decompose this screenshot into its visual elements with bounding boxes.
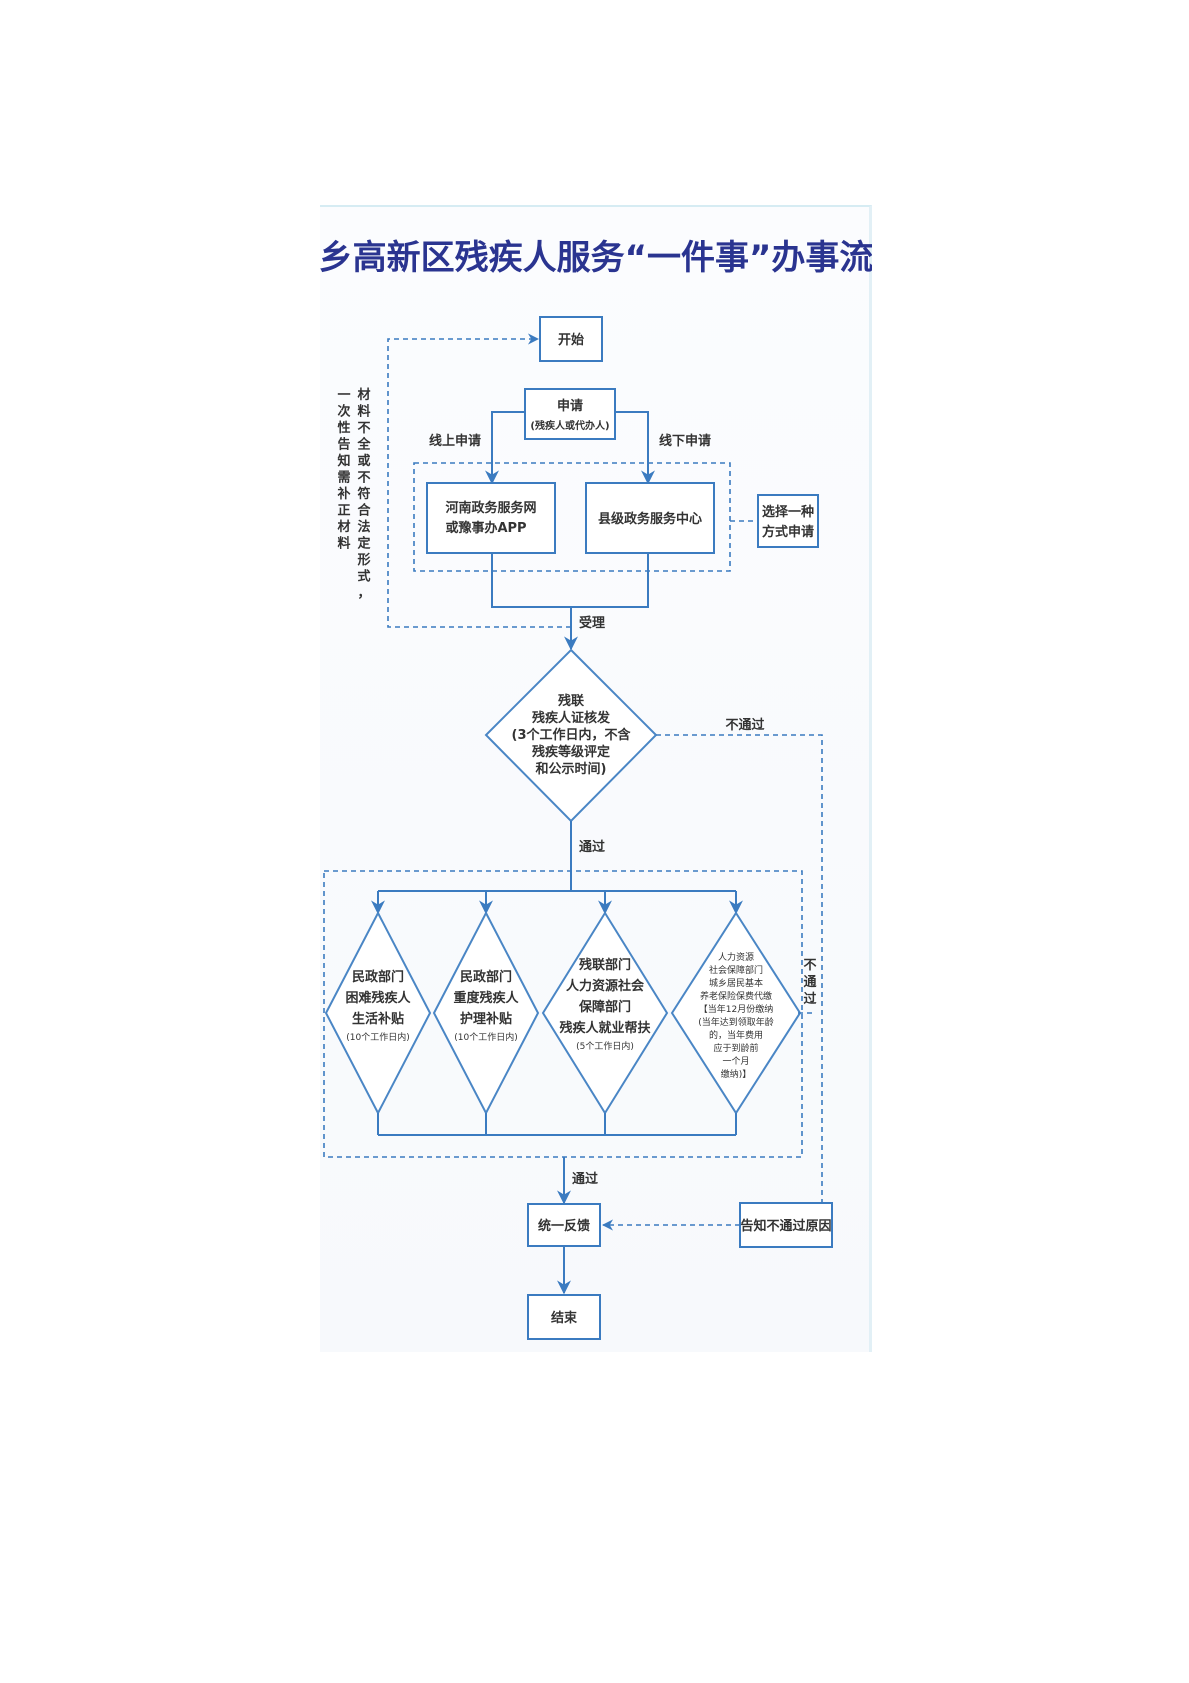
supplement-char: 告: [337, 437, 350, 453]
supplement-char: 式: [357, 569, 370, 585]
offline-channel-node: [585, 482, 715, 554]
supplement-char: 形: [357, 553, 370, 568]
fail-char: 通: [803, 974, 816, 990]
end-label: 结束: [551, 1310, 578, 1326]
supplement-char: 合: [357, 503, 371, 519]
supplement-char: ，: [357, 586, 370, 601]
online-channel-node: [426, 482, 556, 554]
branch-note: (5个工作日内): [576, 1040, 634, 1052]
branch-line: 人力资源: [718, 951, 754, 963]
supplement-char: 一: [337, 388, 350, 403]
pass-label-2: 通过: [572, 1171, 598, 1187]
fail-edge-1: [656, 734, 823, 1203]
merge-edge: [491, 553, 649, 608]
online-channel-line2: 或豫事办APP: [445, 520, 526, 536]
supplement-char: 料: [337, 536, 350, 552]
fail-label-2: 不通过: [803, 958, 816, 1007]
branch-line: (当年达到领取年龄: [698, 1016, 774, 1028]
channel-group: [413, 462, 731, 572]
start-label: 开始: [558, 332, 584, 348]
supplement-char: 知: [337, 453, 350, 469]
apply-sublabel: (残疾人或代办人): [530, 419, 609, 432]
supplement-char: 正: [337, 504, 350, 519]
pass-label-1: 通过: [579, 839, 605, 855]
branch-line: 一个月: [722, 1056, 749, 1067]
start-node: [539, 316, 603, 362]
notify-fail-label: 告知不通过原因: [740, 1218, 831, 1234]
branch-4: 人力资源社会保障部门城乡居民基本养老保险保费代缴【当年12月份缴纳(当年达到领取…: [670, 891, 802, 1135]
review-line: 残联: [558, 693, 584, 709]
apply-label: 申请: [557, 398, 583, 414]
fail-label-1: 不通过: [725, 717, 764, 733]
fail-char: 过: [803, 991, 816, 1007]
flowchart-panel: 新乡高新区残疾人服务“一件事”办事流程 开始 申请 (残疾人或代办人) 线上申请…: [320, 205, 872, 1352]
branch-line: 保障部门: [578, 999, 631, 1015]
branch-line: 养老保险保费代缴: [700, 990, 772, 1002]
supplement-loop-edge: [387, 333, 571, 628]
choose-one-node: [757, 494, 819, 548]
page-title: 新乡高新区残疾人服务“一件事”办事流程: [320, 238, 872, 278]
branch-line: 重度残疾人: [453, 990, 519, 1006]
branch-line: 民政部门: [460, 969, 512, 985]
supplement-char: 补: [336, 486, 350, 502]
branch-line: 人力资源社会: [566, 978, 645, 994]
review-line: 残疾等级评定: [532, 744, 610, 760]
branch-line: 【当年12月份缴纳: [699, 1003, 773, 1015]
online-edge: [485, 411, 525, 485]
offline-edge: [615, 411, 655, 485]
review-line: 和公示时间): [536, 761, 607, 777]
supplement-char: 不: [357, 421, 370, 436]
review-line: 残疾人证核发: [532, 710, 611, 726]
branch-line: 城乡居民基本: [709, 977, 763, 989]
branch-line: 困难残疾人: [345, 990, 411, 1006]
branch-note: (10个工作日内): [346, 1031, 409, 1043]
fail-char: 不: [803, 958, 816, 973]
online-channel-line1: 河南政务服务网: [445, 500, 536, 516]
branch-line: 残疾人就业帮扶: [559, 1020, 651, 1036]
apply-node: [524, 388, 616, 440]
supplement-char: 全: [356, 437, 371, 453]
choose-one-line1: 选择一种: [762, 504, 814, 520]
end-node: [527, 1294, 601, 1340]
feedback-label: 统一反馈: [538, 1218, 590, 1234]
choose-one-line2: 方式申请: [762, 524, 814, 540]
branch-line: 的，当年费用: [709, 1029, 763, 1041]
branch-line: 生活补贴: [352, 1011, 404, 1027]
flowchart-diagram: 新乡高新区残疾人服务“一件事”办事流程 开始 申请 (残疾人或代办人) 线上申请…: [320, 238, 872, 1340]
feedback-node: [527, 1203, 601, 1247]
notify-fail-node: [739, 1202, 833, 1248]
supplement-char: 料: [357, 404, 370, 420]
offline-label: 线下申请: [659, 433, 711, 449]
branch-line: 应于到龄前: [713, 1042, 758, 1054]
supplement-char: 不: [357, 471, 370, 486]
supplement-char: 法: [357, 519, 370, 535]
supplement-char: 性: [337, 420, 350, 436]
branch-line: 社会保障部门: [709, 964, 763, 976]
branch-line: 残联部门: [579, 957, 631, 973]
supplement-char: 材: [357, 387, 370, 403]
supplement-char: 次: [337, 404, 350, 420]
online-label: 线上申请: [429, 433, 481, 449]
branch-line: 民政部门: [352, 969, 404, 985]
supplement-char: 或: [357, 453, 370, 469]
supplement-char: 需: [337, 471, 350, 486]
supplement-char: 定: [356, 536, 370, 552]
supplement-char: 材: [337, 519, 350, 535]
offline-channel-label: 县级政务服务中心: [598, 511, 702, 527]
supplement-char: 符: [357, 486, 370, 502]
branch-line: 缴纳)】: [721, 1068, 752, 1080]
branch-line: 护理补贴: [460, 1011, 512, 1027]
review-line: (3个工作日内，不含: [512, 727, 632, 743]
branch-note: (10个工作日内): [454, 1031, 517, 1043]
accept-label: 受理: [579, 615, 605, 631]
